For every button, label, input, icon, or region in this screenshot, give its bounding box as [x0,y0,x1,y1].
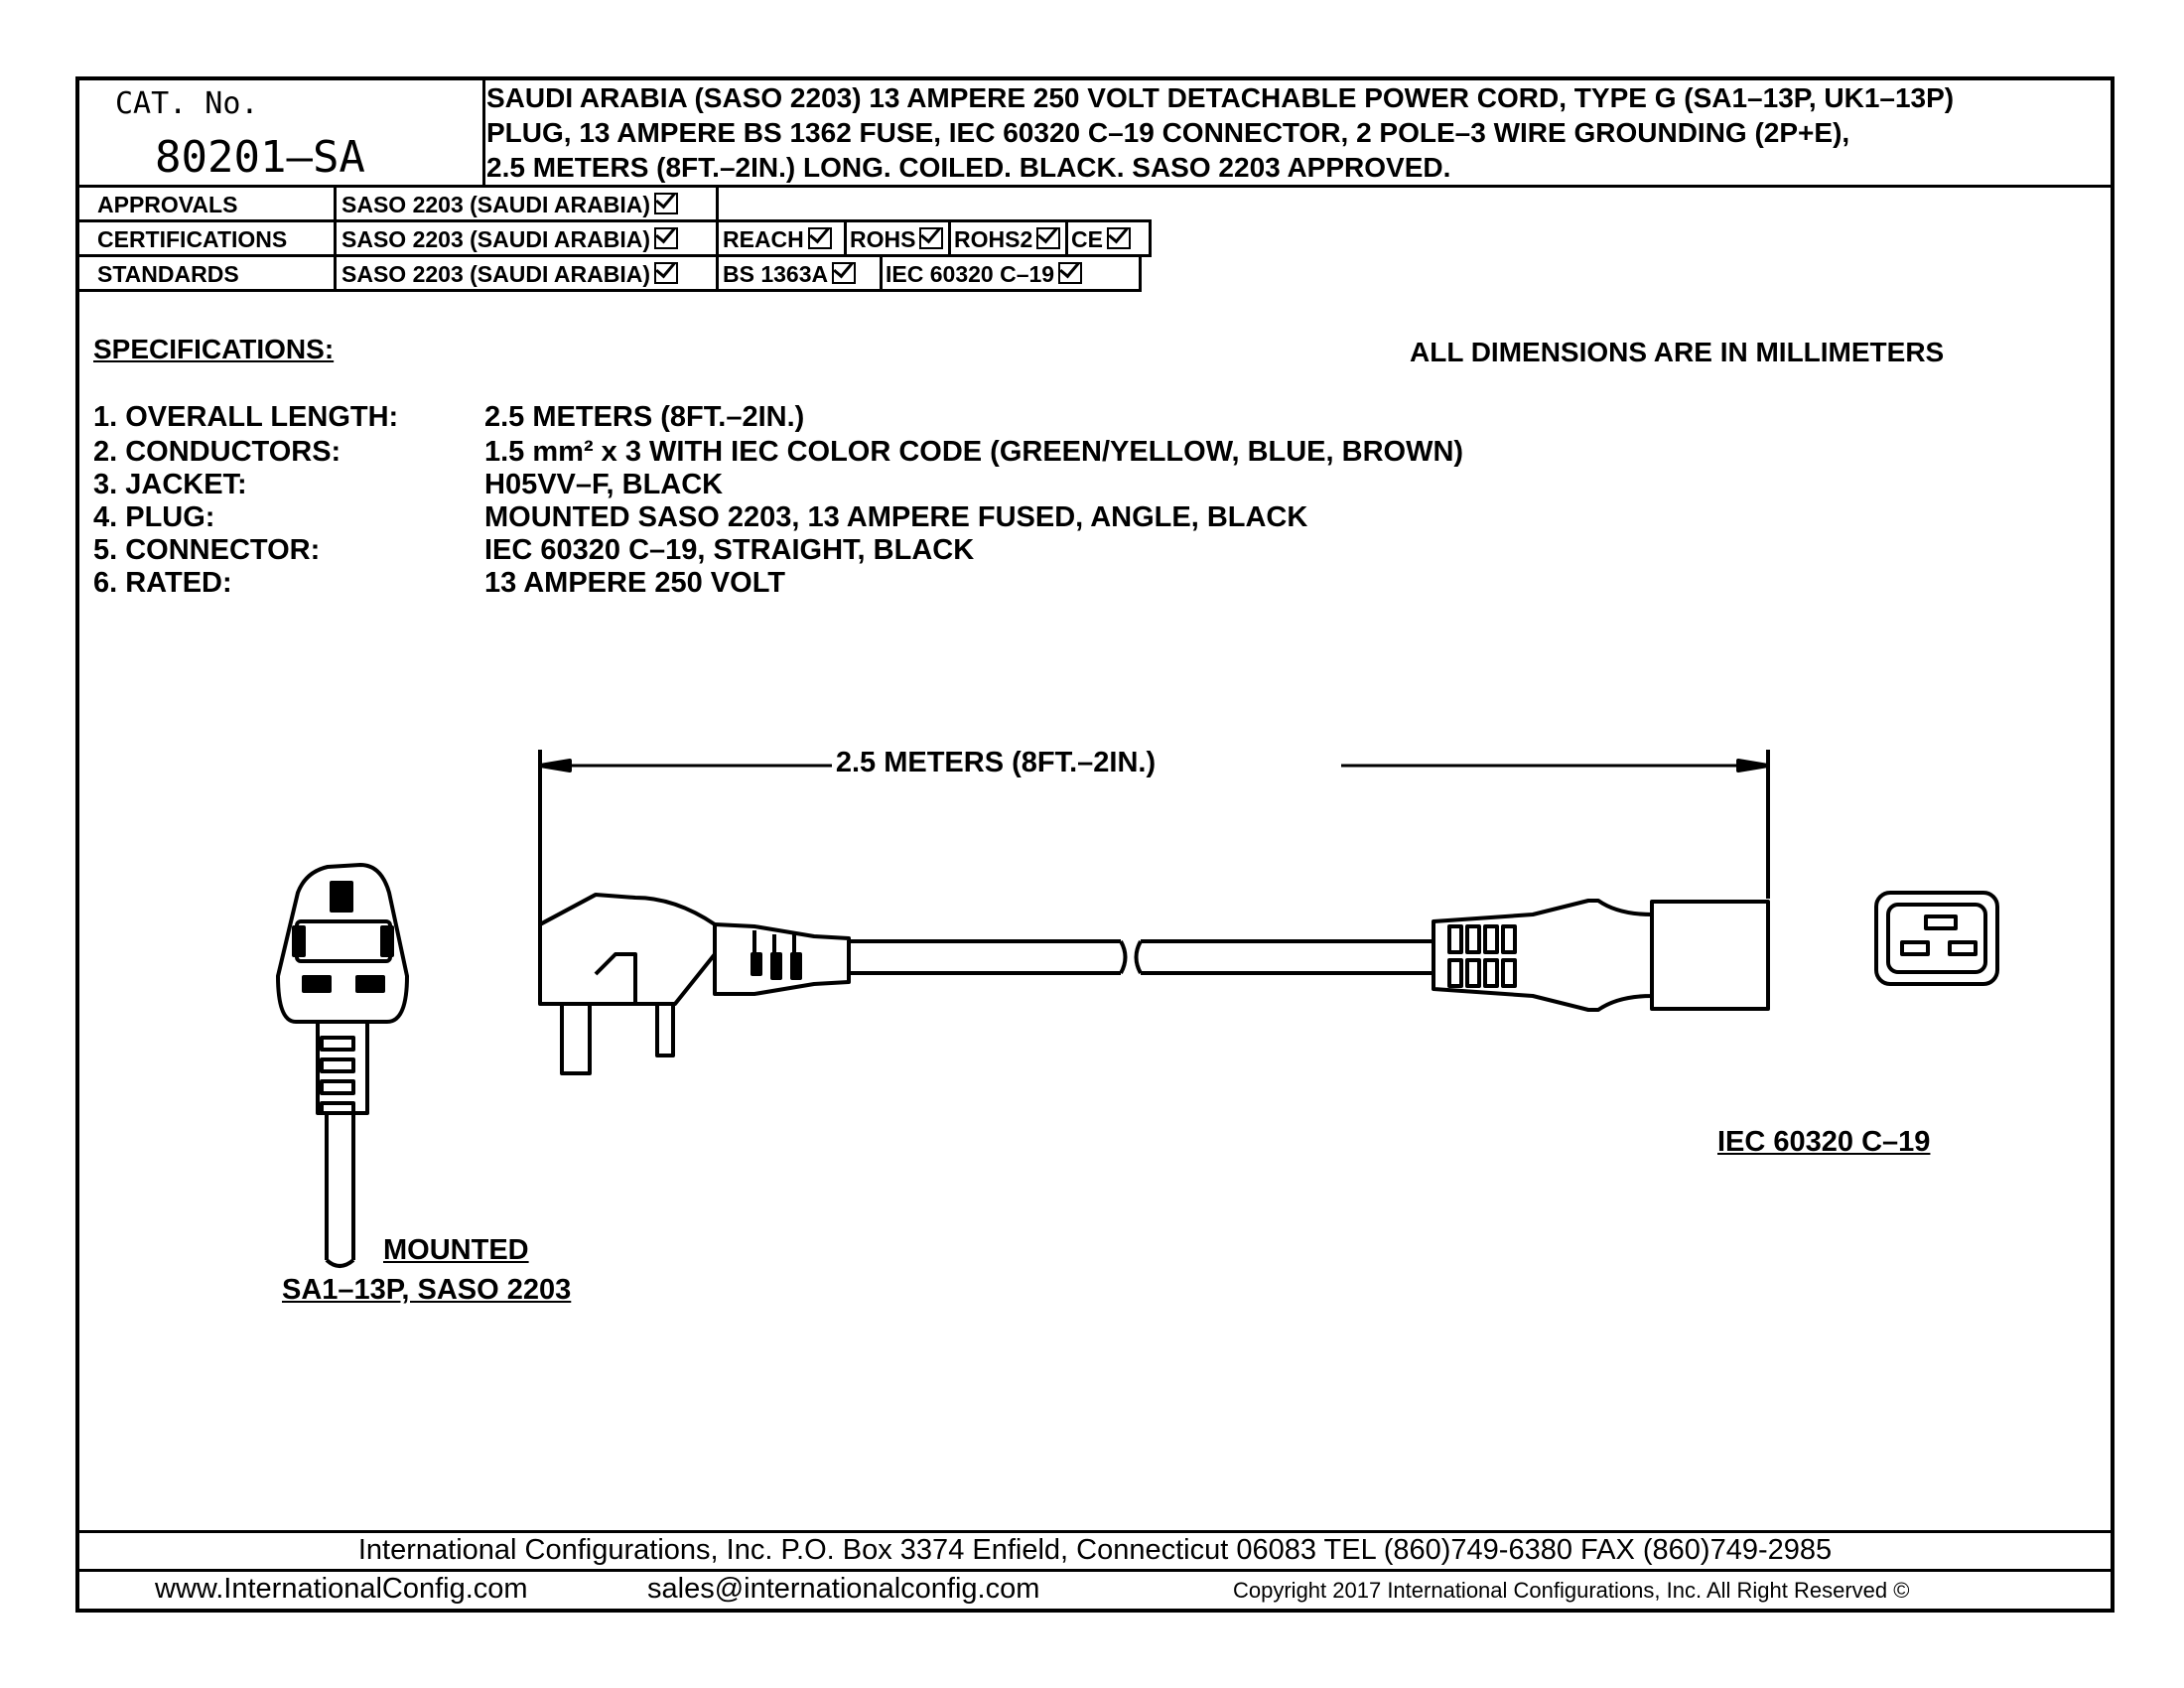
plug-side-view [538,893,1433,1075]
spec-label: 5. CONNECTOR: [93,534,321,566]
checkbox-checked-icon [1036,227,1061,249]
standard-item: IEC 60320 C–19 [886,261,1083,288]
cat-label: CAT. No. [115,86,259,121]
connector-caption: IEC 60320 C–19 [1717,1126,1931,1158]
spec-value: IEC 60320 C–19, STRAIGHT, BLACK [484,534,975,566]
table-rule [79,254,1152,257]
certifications-label: CERTIFICATIONS [97,226,288,252]
spec-value: 1.5 mm² x 3 WITH IEC COLOR CODE (GREEN/Y… [484,436,1464,468]
connector-side-view [1432,899,1770,1012]
spec-label: 6. RATED: [93,567,232,599]
certification-item: SASO 2203 (SAUDI ARABIA) [341,226,678,253]
cord-drawing [276,750,1999,1268]
cell-divider [716,219,719,257]
standards-label: STANDARDS [97,261,239,287]
approval-item: SASO 2203 (SAUDI ARABIA) [341,192,678,218]
spec-row: 3. JACKET: H05VV–F, BLACK [93,469,723,501]
spec-row: 1. OVERALL LENGTH: 2.5 METERS (8FT.–2IN.) [93,401,804,434]
checkbox-checked-icon [1106,227,1131,249]
checkbox-checked-icon [807,227,832,249]
checkbox-checked-icon [653,227,678,249]
certification-item-label: ROHS2 [954,226,1033,252]
certification-item: REACH [723,226,832,253]
plug-front-view [276,863,409,1268]
cell-divider [716,185,719,222]
checkbox-checked-icon [653,193,678,214]
checkbox-checked-icon [919,227,944,249]
cell-divider [844,219,847,257]
product-description: SAUDI ARABIA (SASO 2203) 13 AMPERE 250 V… [486,80,2115,185]
copyright: Copyright 2017 International Configurati… [1233,1578,1910,1603]
checkbox-checked-icon [653,262,678,284]
spec-row: 5. CONNECTOR: IEC 60320 C–19, STRAIGHT, B… [93,534,974,567]
standard-item-label: SASO 2203 (SAUDI ARABIA) [341,261,650,287]
spec-value: 2.5 METERS (8FT.–2IN.) [484,401,805,433]
certification-item: ROHS2 [954,226,1061,253]
certification-item-label: ROHS [850,226,916,252]
table-rule [79,289,1142,292]
plug-caption-line1: MOUNTED [383,1234,529,1266]
header-divider [482,80,485,188]
standard-item: BS 1363A [723,261,857,288]
standard-item: SASO 2203 (SAUDI ARABIA) [341,261,678,288]
header-rule [79,185,2111,188]
footer-rule [79,1569,2111,1572]
spec-row: 4. PLUG: MOUNTED SASO 2203, 13 AMPERE FUS… [93,501,1307,534]
description-line: 2.5 METERS (8FT.–2IN.) LONG. COILED. BLA… [486,152,1451,183]
spec-value: MOUNTED SASO 2203, 13 AMPERE FUSED, ANGL… [484,501,1308,533]
spec-row: 6. RATED: 13 AMPERE 250 VOLT [93,567,785,600]
certification-item: ROHS [850,226,944,253]
cell-divider [880,254,883,292]
description-line: SAUDI ARABIA (SASO 2203) 13 AMPERE 250 V… [486,82,1955,113]
spec-label: 1. OVERALL LENGTH: [93,401,399,433]
table-divider [334,185,337,292]
email-link[interactable]: sales@internationalconfig.com [647,1573,1040,1605]
dimension-line [538,750,1770,924]
connector-front-view [1874,891,1999,986]
certification-item-label: REACH [723,226,804,252]
units-note: ALL DIMENSIONS ARE IN MILLIMETERS [1410,337,1945,367]
spec-row: 2. CONDUCTORS: 1.5 mm² x 3 WITH IEC COLOR… [93,436,1463,469]
spec-label: 3. JACKET: [93,469,247,500]
approvals-label: APPROVALS [97,192,238,217]
website-link[interactable]: www.InternationalConfig.com [155,1573,528,1605]
cell-divider [1139,254,1142,292]
cell-divider [1149,219,1152,257]
drawing-sheet: CAT. No. 80201–SA SAUDI ARABIA (SASO 220… [75,76,2115,1613]
spec-label: 2. CONDUCTORS: [93,436,341,468]
cell-divider [1065,219,1068,257]
spec-value: H05VV–F, BLACK [484,469,724,500]
cell-divider [948,219,951,257]
cell-divider [716,254,719,292]
table-rule [79,219,1152,222]
checkbox-checked-icon [1058,262,1083,284]
spec-label: 4. PLUG: [93,501,215,533]
description-line: PLUG, 13 AMPERE BS 1362 FUSE, IEC 60320 … [486,117,1850,148]
cat-number: 80201–SA [155,132,365,183]
footer-rule [79,1530,2111,1533]
certification-item-label: SASO 2203 (SAUDI ARABIA) [341,226,650,252]
certification-item-label: CE [1071,226,1103,252]
plug-caption-line2: SA1–13P, SASO 2203 [282,1274,572,1306]
company-address: International Configurations, Inc. P.O. … [357,1534,1833,1566]
spec-value: 13 AMPERE 250 VOLT [484,567,785,599]
approval-item-label: SASO 2203 (SAUDI ARABIA) [341,192,650,217]
certification-item: CE [1071,226,1131,253]
specifications-title: SPECIFICATIONS: [93,334,335,364]
standard-item-label: IEC 60320 C–19 [886,261,1055,287]
standard-item-label: BS 1363A [723,261,829,287]
checkbox-checked-icon [832,262,857,284]
